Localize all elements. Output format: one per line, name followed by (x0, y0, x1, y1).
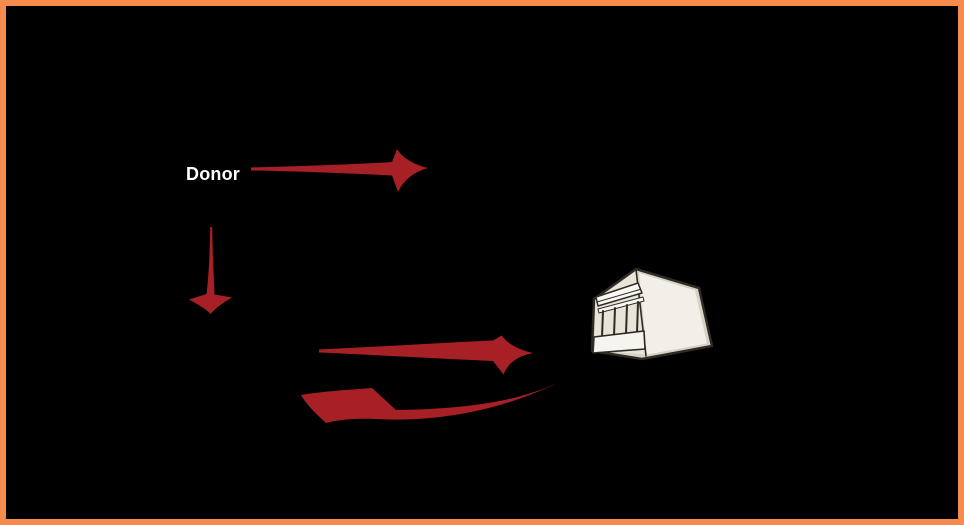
from-building-curved-arrow (301, 383, 557, 423)
donor-right-arrow (251, 149, 428, 192)
donor-label: Donor (186, 164, 240, 184)
diagram-art (189, 149, 714, 423)
government-building-icon (590, 267, 714, 361)
toward-building-arrow (319, 335, 534, 375)
donor-down-arrow (189, 227, 233, 314)
building-columns (601, 301, 639, 338)
